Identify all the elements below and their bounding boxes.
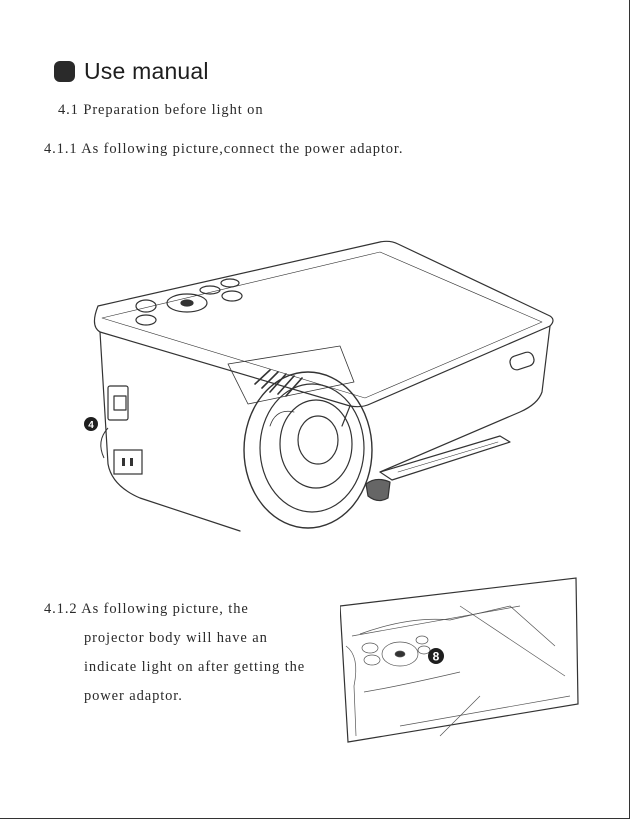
callout-label-8: 8 bbox=[433, 650, 440, 664]
control-panel-closeup: 8 bbox=[340, 576, 580, 746]
callout-label-4: 4 bbox=[88, 420, 94, 431]
step-text-412-line-1: 4.1.2 As following picture, the bbox=[44, 601, 249, 618]
step-text-412-line-2: projector body will have an bbox=[84, 630, 268, 647]
power-plug-icon bbox=[114, 450, 142, 474]
bullet-icon bbox=[54, 61, 75, 82]
subsection-title: 4.1 Preparation before light on bbox=[58, 102, 263, 119]
section-heading: Use manual bbox=[54, 58, 209, 85]
step-text-412-line-4: power adaptor. bbox=[84, 688, 183, 705]
projector-illustration: 4 bbox=[80, 236, 560, 536]
step-text-412-line-3: indicate light on after getting the bbox=[84, 659, 305, 676]
heading-title: Use manual bbox=[84, 58, 209, 85]
step-text-411: 4.1.1 As following picture,connect the p… bbox=[44, 141, 403, 158]
